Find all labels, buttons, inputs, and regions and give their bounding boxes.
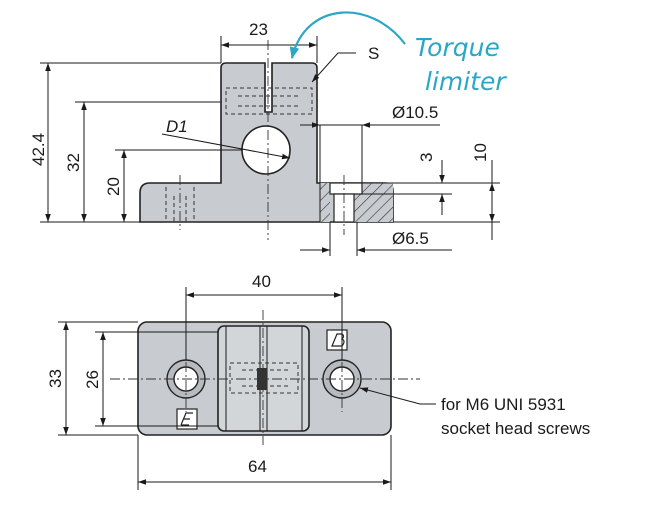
dim-width-23: 23 bbox=[249, 20, 268, 39]
dim-depth: 33 bbox=[46, 369, 65, 388]
torque-label-line1: Torque bbox=[415, 33, 500, 62]
front-view bbox=[139, 40, 394, 240]
dim-hole-spacing: 40 bbox=[252, 272, 271, 291]
dim-base-height: 10 bbox=[471, 143, 490, 162]
dim-axis-height: 32 bbox=[64, 153, 83, 172]
plan-view bbox=[110, 290, 420, 445]
dim-screw-hole-diameter: Ø6.5 bbox=[392, 229, 429, 248]
note-screw-spec-line2: socket head screws bbox=[441, 419, 590, 438]
label-s: S bbox=[368, 44, 379, 63]
note-screw-spec-line1: for M6 UNI 5931 bbox=[441, 395, 566, 414]
dim-inner-depth: 26 bbox=[83, 370, 102, 389]
dim-counterbore-depth: 3 bbox=[417, 153, 436, 162]
brand-logo-icon bbox=[326, 329, 348, 351]
dim-length: 64 bbox=[248, 457, 267, 476]
brand-logo-icon bbox=[176, 408, 198, 430]
dim-counterbore-diameter: Ø10.5 bbox=[392, 103, 438, 122]
dim-total-height: 42.4 bbox=[29, 133, 48, 166]
torque-arrow bbox=[289, 11, 406, 60]
dim-base-top: 20 bbox=[104, 177, 123, 196]
torque-label-line2: limiter bbox=[425, 67, 507, 96]
plan-view-dimensions: 40 33 26 64 for M6 UNI 5931 socket head … bbox=[46, 272, 590, 490]
front-view-dimensions: 23 S Torque limiter D1 Ø10.5 3 10 bbox=[29, 11, 507, 256]
dim-d1: D1 bbox=[166, 117, 188, 136]
